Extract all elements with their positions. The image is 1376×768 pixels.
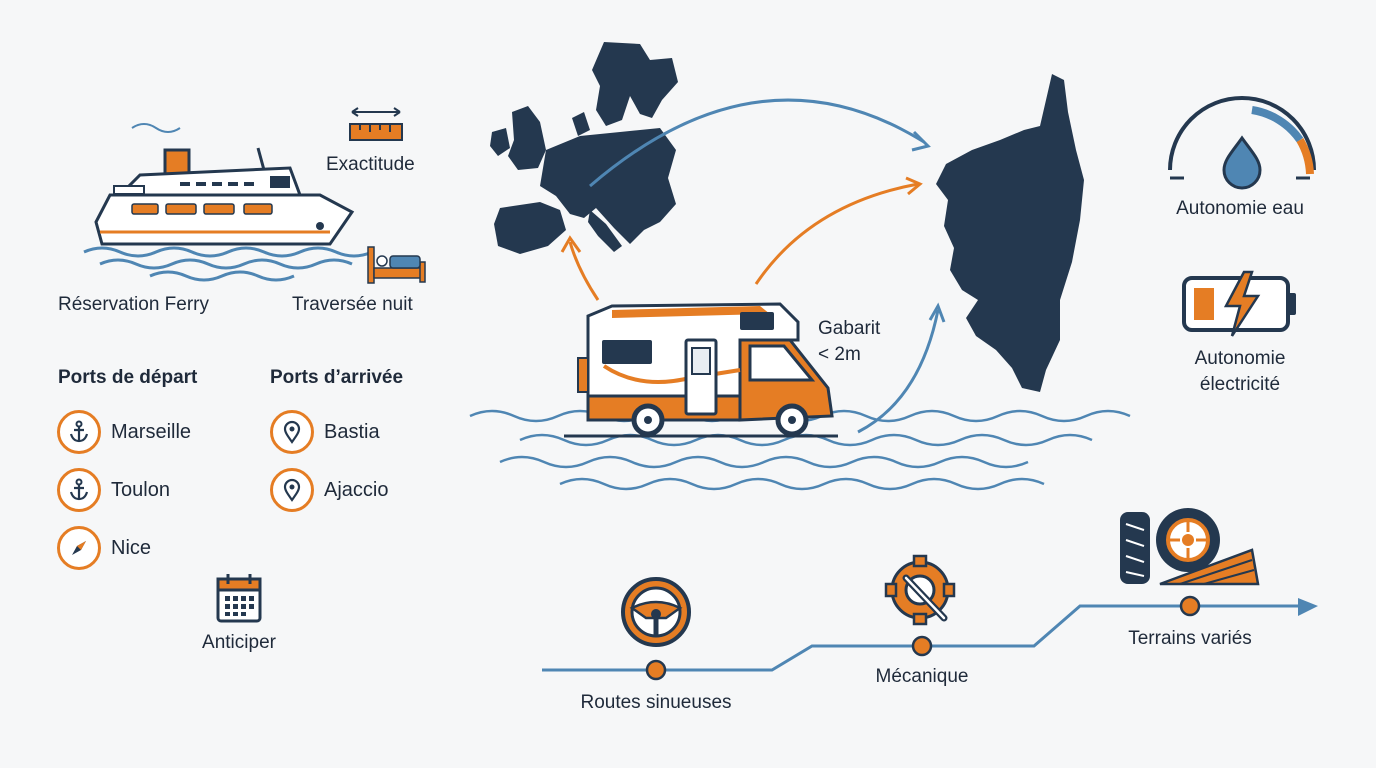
bed-icon — [367, 246, 426, 284]
map-pin-icon — [270, 468, 314, 512]
tire-icon — [1120, 508, 1260, 586]
port-label: Ajaccio — [324, 478, 389, 501]
ruler-icon — [349, 107, 403, 141]
corsica-map — [936, 74, 1084, 392]
varied-terrain-label: Terrains variés — [1128, 628, 1252, 649]
compass-icon — [57, 526, 101, 570]
anchor-icon — [57, 468, 101, 512]
winding-roads-label: Routes sinueuses — [580, 692, 732, 713]
port-marseille: Marseille — [57, 410, 191, 454]
night-crossing-label: Traversée nuit — [292, 294, 413, 315]
port-ajaccio: Ajaccio — [270, 468, 388, 512]
road-timeline — [542, 595, 1318, 681]
ferry-booking-label: Réservation Ferry — [58, 294, 209, 315]
gauge-label-line1: Gabarit — [818, 318, 881, 339]
calendar-icon — [216, 574, 262, 623]
port-label: Bastia — [324, 420, 380, 443]
electricity-autonomy-line2: électricité — [1199, 374, 1281, 395]
europe-map — [490, 42, 678, 254]
port-label: Nice — [111, 536, 152, 559]
departure-ports-title: Ports de départ — [58, 367, 198, 388]
map-pin-icon — [270, 410, 314, 454]
ferry-icon — [83, 123, 373, 282]
anchor-icon — [57, 410, 101, 454]
steering-wheel-icon — [621, 577, 691, 647]
motorhome-icon — [564, 302, 838, 438]
electricity-autonomy-line1: Autonomie — [1194, 348, 1286, 369]
mechanics-label: Mécanique — [875, 666, 969, 687]
port-toulon: Toulon — [57, 468, 170, 512]
anticipate-label: Anticiper — [202, 632, 276, 653]
water-autonomy-label: Autonomie eau — [1176, 198, 1304, 219]
exactitude-label: Exactitude — [326, 154, 415, 175]
water-gauge-icon — [1168, 96, 1316, 190]
gear-wrench-icon — [884, 554, 956, 626]
route-arrows — [560, 98, 946, 434]
arrival-ports-title: Ports d’arrivée — [270, 367, 404, 388]
port-bastia: Bastia — [270, 410, 380, 454]
port-label: Marseille — [111, 420, 192, 443]
port-nice: Nice — [57, 526, 151, 570]
battery-icon — [1182, 270, 1296, 337]
port-label: Toulon — [111, 478, 170, 501]
gauge-label-line2: < 2m — [818, 344, 861, 365]
